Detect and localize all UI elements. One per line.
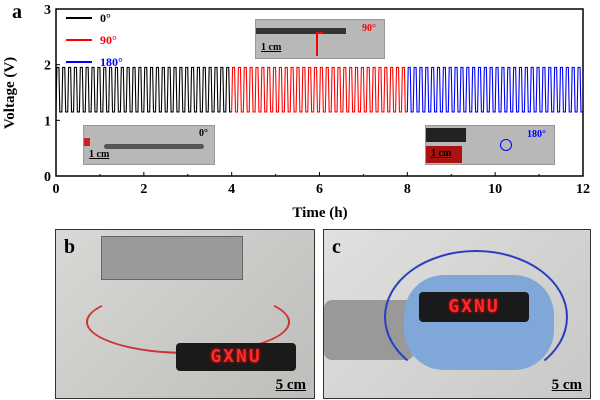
y-tick-label: 1	[44, 114, 51, 129]
series-line-0	[55, 66, 232, 113]
inset-angle-180: 180°	[527, 129, 546, 140]
scale-bar-c: 5 cm	[551, 377, 582, 393]
y-tick-label: 3	[44, 3, 51, 18]
inset-angle-90: 90°	[362, 23, 376, 34]
x-tick-label: 6	[316, 182, 323, 197]
scale-bar-b: 5 cm	[275, 377, 306, 393]
series-line-1	[231, 66, 408, 113]
legend-label-0: 0°	[100, 11, 111, 25]
x-axis-label: Time (h)	[292, 205, 347, 221]
legend-label-1: 90°	[100, 33, 117, 47]
legend-label-2: 180°	[100, 55, 123, 69]
led-badge-b: GXNU	[176, 343, 296, 371]
x-tick-label: 8	[404, 182, 411, 197]
inset-photo-0deg: 0° 1 cm	[83, 125, 215, 165]
photo-b-led-badge-device: GXNU b 5 cm	[55, 229, 315, 399]
photo-c-glove-device: GXNU c 5 cm	[323, 229, 591, 399]
inset-photo-90deg: 90° 1 cm	[255, 19, 385, 59]
y-tick-label: 0	[44, 170, 51, 185]
panel-label-b: b	[64, 236, 76, 258]
x-tick-label: 12	[576, 182, 590, 197]
inset-photo-180deg: 180° 1 cm	[425, 125, 555, 165]
x-tick-label: 0	[53, 182, 60, 197]
x-tick-label: 10	[488, 182, 502, 197]
panel-label-c: c	[332, 236, 341, 258]
x-tick-label: 2	[140, 182, 147, 197]
panel-label-a: a	[12, 1, 22, 23]
y-tick-label: 2	[44, 59, 51, 74]
inset-angle-0: 0°	[199, 128, 208, 139]
led-badge-c: GXNU	[419, 292, 529, 322]
y-axis-label: Voltage (V)	[2, 57, 18, 129]
inset-scale-90: 1 cm	[261, 42, 282, 53]
series-line-2	[406, 66, 583, 113]
x-tick-label: 4	[228, 182, 235, 197]
inset-scale-0: 1 cm	[89, 149, 110, 160]
inset-scale-180: 1 cm	[431, 148, 452, 159]
